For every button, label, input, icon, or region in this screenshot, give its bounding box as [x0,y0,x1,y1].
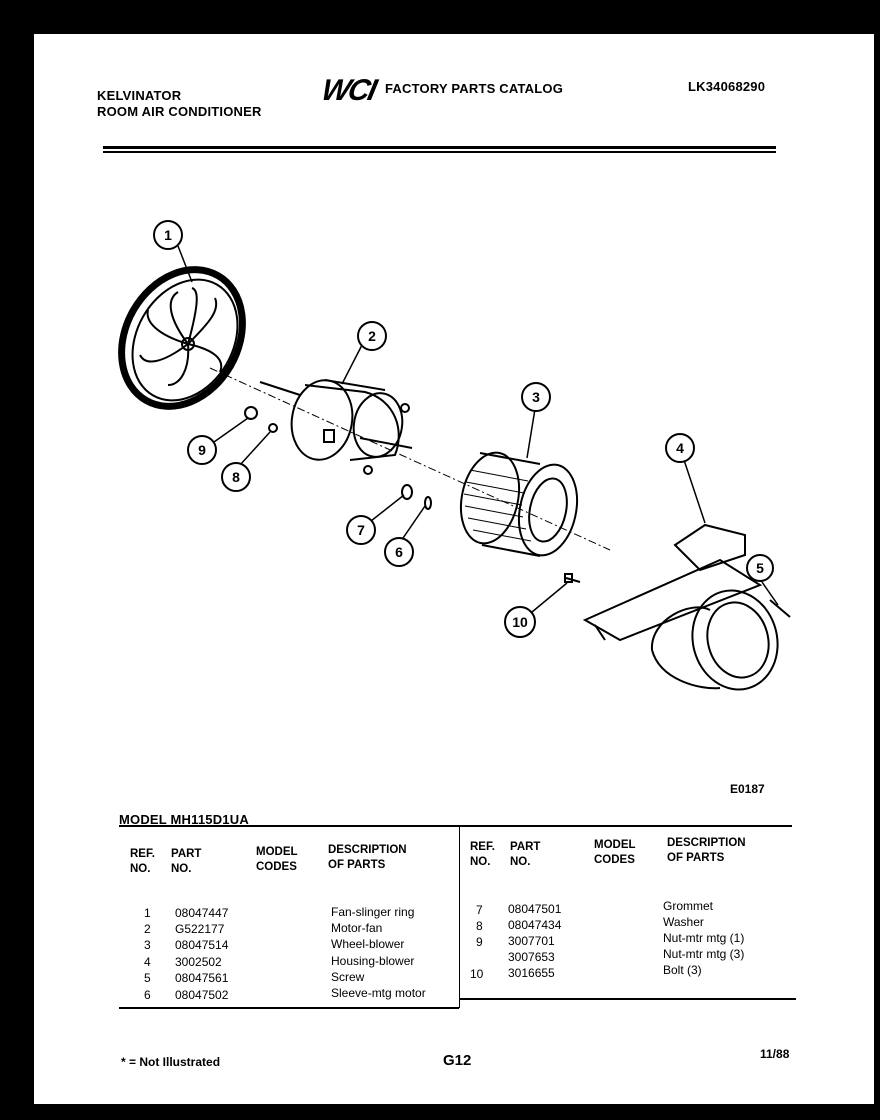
not-illustrated-note: * = Not Illustrated [121,1055,221,1069]
catalog-number: LK34068290 [688,79,766,94]
part-cell: 08047561 [175,971,229,985]
callout-2-circle [357,321,387,351]
callout-7-circle [346,515,376,545]
header-ref-no: REF. NO. [130,848,155,875]
fan-slinger-ring-drawing [118,266,246,410]
ref-cell: 1 [144,906,151,920]
header-description: DESCRIPTION OF PARTS [328,844,407,871]
leader-lines [177,245,779,613]
callout-3-circle [521,382,551,412]
part-cell: 3007701 [508,934,555,948]
callout-5-circle [746,554,774,582]
part-cell: 08047501 [508,902,562,916]
callout-8: 8 [232,469,240,485]
part-cell: 08047447 [175,906,229,920]
product-type: ROOM AIR CONDITIONER [97,104,262,119]
table-top-rule [119,825,792,827]
fan-motor-drawing [259,379,413,475]
catalog-date: 11/88 [760,1047,790,1061]
callout-9-circle [187,435,217,465]
ref-cell: 5 [144,971,151,985]
ref-cell: 10 [470,967,484,981]
part-cell: 08047514 [175,938,229,952]
ref-cell: 3 [144,938,151,952]
table-bottom-rule-right [459,998,796,1000]
part-cell: 08047502 [175,988,229,1002]
ref-cell: 8 [476,919,483,933]
desc-cell: Washer [663,915,704,929]
callout-6-circle [384,537,414,567]
header-model-codes: MODEL CODES [256,846,298,873]
part-cell: 3016655 [508,966,555,980]
callout-10-circle [504,606,536,638]
table-bottom-rule-left [119,1007,459,1009]
desc-cell: Motor-fan [331,921,383,935]
callout-1: 1 [164,227,172,243]
desc-cell: Nut-mtr mtg (3) [663,947,745,961]
callout-3: 3 [532,389,540,405]
callout-1-circle [153,220,183,250]
part-cell: 08047434 [508,918,562,932]
hardware-drawings [244,406,581,583]
callout-4-circle [665,433,695,463]
desc-cell: Screw [331,970,365,984]
part-cell: G522177 [175,922,225,936]
header-part-no-right: PART NO. [510,841,541,868]
part-cell: 3002502 [175,955,222,969]
desc-cell: Grommet [663,899,714,913]
callout-9: 9 [198,442,206,458]
callout-10: 10 [512,614,528,630]
ref-cell: 6 [144,988,151,1002]
desc-cell: Wheel-blower [331,937,405,951]
blower-housing-drawing [582,523,791,691]
table-divider [459,826,460,1008]
page-number: G12 [443,1052,472,1069]
desc-cell: Nut-mtr mtg (1) [663,931,745,945]
callout-8-circle [221,462,251,492]
desc-cell: Bolt (3) [663,963,702,977]
header-rule-bottom [103,151,776,153]
header-rule-top [103,146,776,149]
brand-name: KELVINATOR [97,88,182,103]
desc-cell: Fan-slinger ring [331,905,415,919]
callout-5: 5 [756,560,764,576]
ref-cell: 9 [476,935,483,949]
desc-cell: Sleeve-mtg motor [331,986,426,1000]
ref-cell: 7 [476,903,483,917]
model-label: MODEL MH115D1UA [119,812,249,827]
header-model-codes-right: MODEL CODES [594,839,636,866]
header-part-no: PART NO. [171,848,202,875]
ref-cell: 2 [144,922,151,936]
callout-6: 6 [395,544,403,560]
ref-cell: 4 [144,955,151,969]
figure-code: E0187 [730,782,765,796]
blower-wheel-drawing [459,451,579,557]
assembly-axis [209,367,611,551]
header-ref-no-right: REF. NO. [470,841,495,868]
header-description-right: DESCRIPTION OF PARTS [667,837,746,864]
callout-2: 2 [368,328,376,344]
desc-cell: Housing-blower [331,954,415,968]
catalog-title: FACTORY PARTS CATALOG [385,81,564,96]
callout-7: 7 [357,522,365,538]
part-cell: 3007653 [508,950,555,964]
callout-4: 4 [676,440,684,456]
